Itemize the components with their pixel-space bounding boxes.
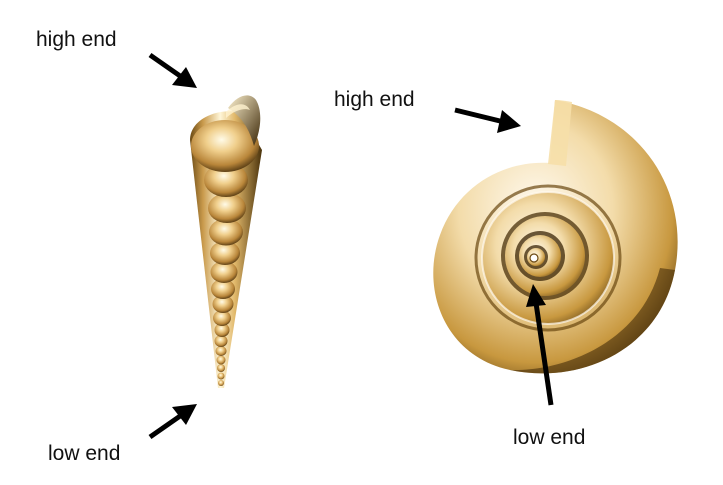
arrow-left-low [148,404,197,440]
turret-whorls [191,120,259,386]
turret-shell [190,95,262,389]
spiral-shell [433,100,678,374]
arrow-right-high [454,107,521,133]
label-right-high-end: high end [334,88,415,111]
label-left-high-end: high end [36,28,117,51]
label-right-low-end: low end [513,426,586,449]
arrow-right-low [526,284,554,406]
arrow-left-high [148,52,197,88]
label-left-low-end: low end [48,442,121,465]
